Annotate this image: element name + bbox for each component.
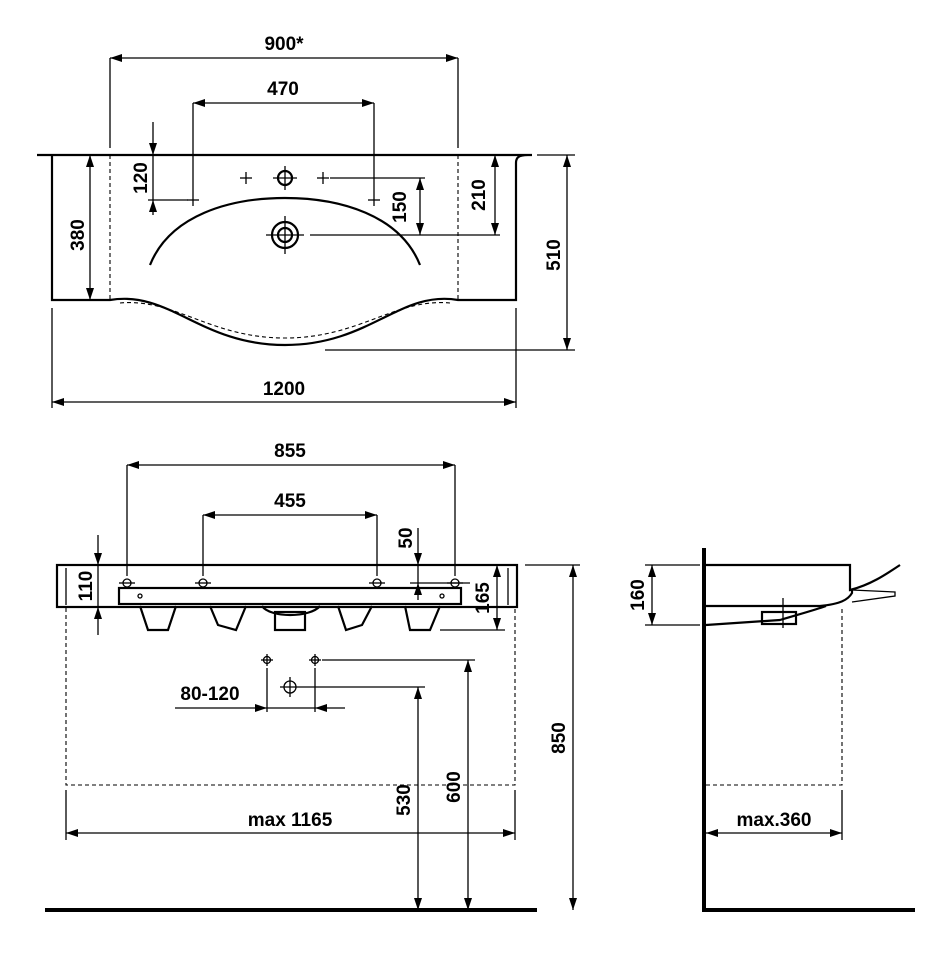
front-view-foot — [403, 605, 442, 632]
top-view-bowl — [148, 196, 422, 266]
tap-position-marks — [187, 172, 380, 206]
front-view-bowl — [261, 605, 321, 616]
dim-1200: 1200 — [263, 379, 305, 400]
front-view: 855 455 50 110 165 80-120 — [45, 441, 580, 912]
front-view-foot — [208, 605, 248, 632]
front-view-towel-rail — [117, 586, 463, 606]
dim-210: 210 — [469, 179, 490, 211]
top-view: 900* 470 120 150 210 380 510 — [37, 34, 575, 408]
dim-850: 850 — [549, 722, 570, 754]
front-view-drain — [273, 610, 307, 632]
dim-160: 160 — [628, 579, 649, 611]
dim-900: 900* — [264, 34, 304, 55]
dim-max-1165: max 1165 — [248, 810, 333, 831]
dim-110: 110 — [76, 571, 97, 602]
side-view-wall-floor — [702, 548, 915, 912]
dim-150: 150 — [390, 191, 411, 223]
dim-855: 855 — [274, 441, 306, 462]
dim-530: 530 — [394, 784, 415, 816]
dim-380: 380 — [68, 219, 89, 251]
dim-165: 165 — [473, 582, 494, 614]
waste-outlet-marks — [261, 654, 321, 697]
side-view-cabinet-dashed — [706, 608, 843, 786]
top-view-basin-edge-dashed — [119, 302, 451, 339]
side-view-basin-profile — [705, 563, 901, 627]
dim-455: 455 — [274, 491, 306, 512]
dim-470: 470 — [267, 79, 299, 100]
front-view-foot — [138, 605, 178, 632]
side-view-drain — [760, 610, 798, 626]
front-view-foot — [336, 605, 373, 632]
dim-510: 510 — [544, 239, 565, 271]
dim-120: 120 — [131, 162, 152, 194]
front-view-cabinet-dashed — [65, 608, 516, 786]
side-view: 160 max.360 — [628, 548, 915, 912]
dim-600: 600 — [444, 771, 465, 803]
dim-50: 50 — [396, 527, 417, 548]
dim-80-120: 80-120 — [180, 684, 239, 705]
front-view-basin-body — [55, 563, 519, 609]
dim-max-360: max.360 — [736, 810, 811, 831]
